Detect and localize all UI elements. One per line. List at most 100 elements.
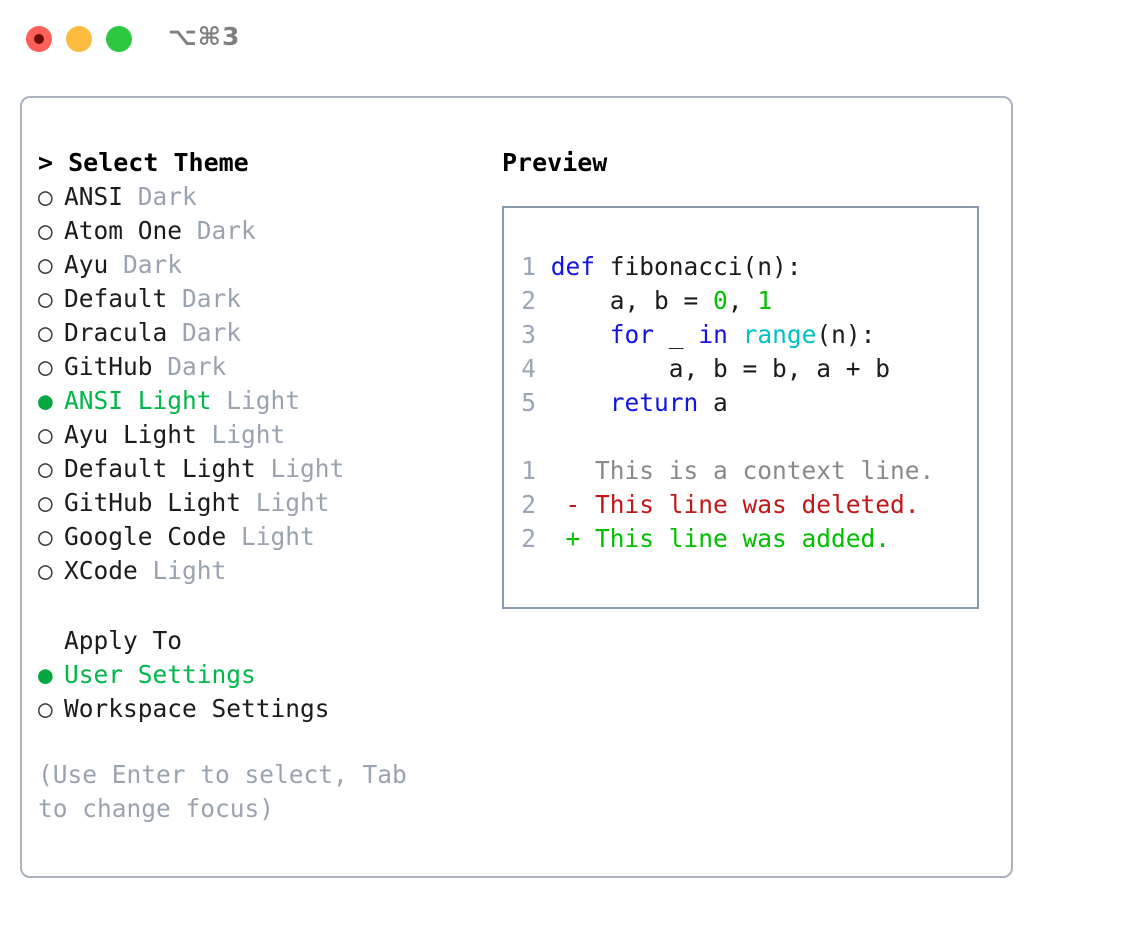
theme-list-item[interactable]: ○ANSI Dark bbox=[38, 180, 478, 214]
radio-unselected-icon: ○ bbox=[38, 454, 53, 483]
theme-name: Ayu bbox=[64, 250, 109, 279]
radio-unselected-icon: ○ bbox=[38, 522, 53, 551]
apply-to-label: User Settings bbox=[64, 660, 256, 689]
theme-list-item[interactable]: ○XCode Light bbox=[38, 554, 478, 588]
apply-to-header: Apply To bbox=[64, 626, 183, 655]
code-token: def bbox=[550, 252, 596, 281]
diff-text: This is a context line. bbox=[580, 456, 935, 485]
theme-kind-badge: Light bbox=[211, 420, 286, 449]
code-token: return bbox=[609, 388, 699, 417]
theme-list-item[interactable]: ○GitHub Light Light bbox=[38, 486, 478, 520]
code-token: range bbox=[742, 320, 817, 349]
maximize-button[interactable] bbox=[106, 26, 132, 52]
line-number: 1 bbox=[521, 252, 536, 281]
radio-unselected-icon: ○ bbox=[38, 284, 53, 313]
code-line: 1 def fibonacci(n): bbox=[512, 250, 977, 284]
keyboard-shortcut-label: ⌥⌘3 bbox=[168, 22, 241, 51]
theme-list-column: > Select Theme ○ANSI Dark○Atom One Dark○… bbox=[38, 146, 478, 826]
spacer bbox=[153, 352, 168, 381]
line-number: 5 bbox=[521, 388, 536, 417]
apply-to-section: Apply To ● User Settings ○ Workspace Settin… bbox=[38, 624, 478, 726]
diff-text: This line was added. bbox=[580, 524, 891, 553]
theme-list: ○ANSI Dark○Atom One Dark○Ayu Dark○Defaul… bbox=[38, 180, 478, 588]
gutter-space bbox=[536, 354, 551, 383]
spacer bbox=[108, 250, 123, 279]
theme-list-item[interactable]: ●ANSI Light Light bbox=[38, 384, 478, 418]
spacer bbox=[256, 454, 271, 483]
theme-list-item[interactable]: ○ GitHub Dark bbox=[38, 350, 478, 384]
theme-name: ANSI bbox=[64, 182, 124, 211]
theme-list-item[interactable]: ○Dracula Dark bbox=[38, 316, 478, 350]
keyboard-hint-text: (Use Enter to select, Tab to change focu… bbox=[38, 760, 407, 823]
theme-picker-panel: > Select Theme ○ANSI Dark○Atom One Dark○… bbox=[20, 96, 1013, 878]
radio-selected-icon: ● bbox=[38, 660, 53, 689]
spacer bbox=[212, 386, 227, 415]
diff-marker bbox=[566, 456, 581, 485]
code-token bbox=[551, 320, 610, 349]
code-token: , bbox=[727, 286, 758, 315]
theme-kind-badge: Dark bbox=[182, 318, 242, 347]
code-line: 5 return a bbox=[512, 386, 977, 420]
code-token: 1 bbox=[757, 286, 773, 315]
code-token bbox=[551, 388, 610, 417]
theme-kind-badge: Light bbox=[241, 522, 315, 551]
radio-unselected-icon: ○ bbox=[38, 352, 53, 381]
diff-line: 2 - This line was deleted. bbox=[512, 488, 977, 522]
line-number: 3 bbox=[521, 320, 536, 349]
code-line: 4 a, b = b, a + b bbox=[512, 352, 977, 386]
spacer bbox=[123, 182, 138, 211]
theme-kind-badge: Dark bbox=[123, 250, 183, 279]
theme-kind-badge: Dark bbox=[196, 216, 256, 245]
spacer bbox=[167, 318, 182, 347]
theme-list-item[interactable]: ○Default Dark bbox=[38, 282, 478, 316]
radio-unselected-icon: ○ bbox=[38, 216, 53, 245]
line-number: 1 bbox=[521, 456, 536, 485]
theme-list-item[interactable]: ○Google Code Light bbox=[38, 520, 478, 554]
theme-kind-badge: Light bbox=[255, 488, 330, 517]
theme-name: Default Light bbox=[64, 454, 256, 483]
theme-list-item[interactable]: ○ Default Light Light bbox=[38, 452, 478, 486]
code-token: fibonacci(n): bbox=[595, 252, 802, 281]
theme-kind-badge: Light bbox=[270, 454, 345, 483]
theme-list-item[interactable]: ○ Ayu Dark bbox=[38, 248, 478, 282]
theme-list-item[interactable]: ○ Atom One Dark bbox=[38, 214, 478, 248]
code-token: _ bbox=[654, 320, 699, 349]
spacer bbox=[197, 420, 212, 449]
code-line: 3 for _ in range(n): bbox=[512, 318, 977, 352]
theme-list-header: > Select Theme bbox=[38, 148, 249, 177]
apply-to-option[interactable]: ● User Settings bbox=[38, 658, 478, 692]
radio-unselected-icon: ○ bbox=[38, 182, 53, 211]
theme-list-item[interactable]: ○Ayu Light Light bbox=[38, 418, 478, 452]
diff-line: 1 This is a context line. bbox=[512, 454, 977, 488]
theme-kind-badge: Dark bbox=[182, 284, 242, 313]
radio-unselected-icon: ○ bbox=[38, 420, 53, 449]
line-number: 2 bbox=[521, 524, 536, 553]
gutter-space bbox=[536, 320, 551, 349]
radio-unselected-icon: ○ bbox=[38, 250, 53, 279]
line-number: 4 bbox=[521, 354, 536, 383]
diff-line: 2 + This line was added. bbox=[512, 522, 977, 556]
gutter-space bbox=[536, 252, 551, 281]
code-line: 2 a, b = 0, 1 bbox=[512, 284, 977, 318]
theme-kind-badge: Light bbox=[152, 556, 227, 585]
theme-name: GitHub bbox=[64, 352, 153, 381]
theme-kind-badge: Dark bbox=[167, 352, 227, 381]
line-number: 2 bbox=[521, 286, 536, 315]
spacer bbox=[241, 488, 256, 517]
radio-unselected-icon: ○ bbox=[38, 694, 53, 723]
code-token bbox=[728, 320, 743, 349]
theme-name: Dracula bbox=[64, 318, 168, 347]
theme-name: GitHub Light bbox=[64, 488, 242, 517]
apply-to-option[interactable]: ○ Workspace Settings bbox=[38, 692, 478, 726]
theme-name: Atom One bbox=[64, 216, 183, 245]
radio-unselected-icon: ○ bbox=[38, 556, 53, 585]
apply-to-label: Workspace Settings bbox=[64, 694, 330, 723]
radio-selected-icon: ● bbox=[38, 386, 53, 415]
spacer bbox=[138, 556, 153, 585]
diff-marker: - bbox=[565, 490, 581, 519]
code-token: 0 bbox=[713, 286, 728, 315]
spacer bbox=[226, 522, 241, 551]
diff-text: This line was deleted. bbox=[580, 490, 920, 519]
minimize-button[interactable] bbox=[66, 26, 92, 52]
